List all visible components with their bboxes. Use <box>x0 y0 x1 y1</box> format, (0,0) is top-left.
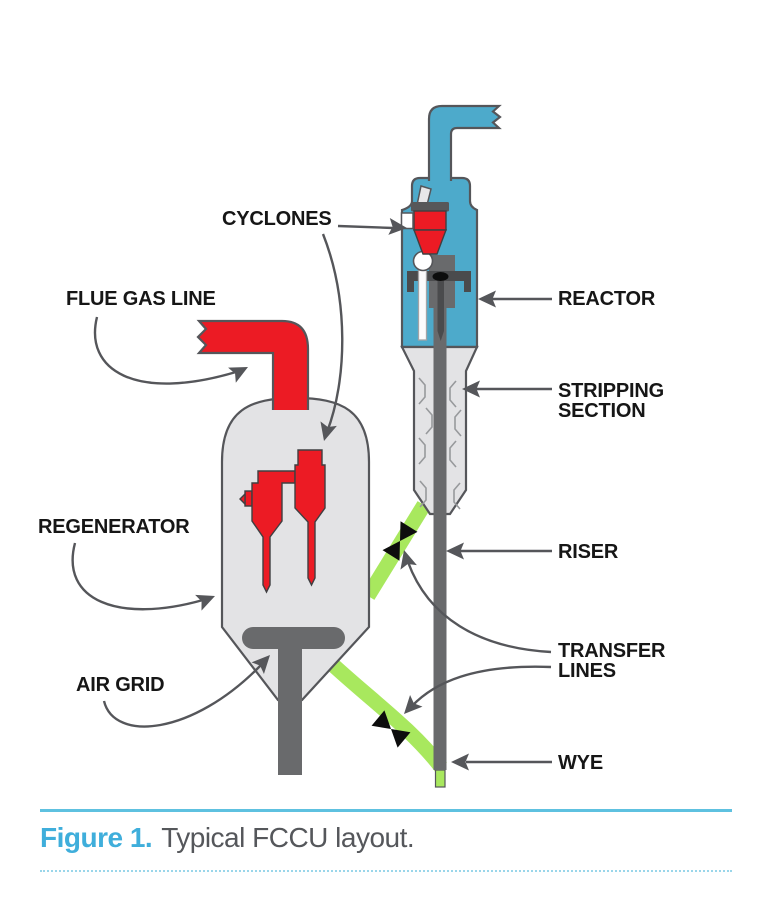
slide-valve-icon-upper <box>382 521 418 561</box>
arrowhead-stripping-section <box>462 380 480 398</box>
arrowhead-cyclones-regenerator <box>320 421 337 441</box>
slide-valve-icon-lower <box>371 710 411 748</box>
cyclone-inlet-nub <box>244 490 253 507</box>
reactor-internals <box>400 185 471 341</box>
arrowhead-riser <box>446 542 464 560</box>
air-supply-pipe <box>278 640 302 775</box>
overhead-vapor-line <box>427 104 502 181</box>
leader-flue-gas <box>93 316 237 385</box>
label-cyclones: CYCLONES <box>222 208 332 230</box>
label-flue-gas-line: FLUE GAS LINE <box>66 288 216 310</box>
figure-caption: Figure 1. Typical FCCU layout. <box>40 822 415 854</box>
cyclone-dipleg <box>417 265 428 341</box>
figure-caption-text: Typical FCCU layout. <box>161 822 415 853</box>
right-regen-cyclone <box>294 449 326 587</box>
caption-top-rule <box>40 809 732 812</box>
stripping-baffle-chevrons <box>418 377 462 510</box>
stinger-rod <box>437 281 444 331</box>
leader-regenerator <box>71 542 204 611</box>
label-reactor: REACTOR <box>558 288 656 310</box>
air-grid-shape <box>242 627 345 775</box>
label-stripping-section: STRIPPING SECTION <box>558 380 664 422</box>
overhead-vapor-line-fill <box>429 106 500 181</box>
leader-transfer-upper <box>406 561 552 654</box>
arrowhead-transfer-upper <box>400 550 417 570</box>
caption-bottom-rule <box>40 870 732 872</box>
reactor-cyclone-cone <box>412 229 448 255</box>
left-regen-cyclone <box>251 470 296 594</box>
leader-transfer-lower <box>411 665 552 707</box>
regenerator-group <box>220 396 371 775</box>
stinger-tip <box>437 331 444 341</box>
leader-cyclones-regenerator <box>321 233 344 433</box>
arrowhead-air-grid <box>251 655 270 674</box>
distributor-foot-right <box>464 281 471 292</box>
flue-gas-pipe-fill <box>198 321 308 410</box>
reactor-cyclone-body <box>413 210 447 231</box>
arrowhead-wye <box>451 753 469 771</box>
cyclone-cap <box>411 202 449 212</box>
flue-gas-pipe-outline <box>196 319 310 410</box>
leader-lines <box>71 217 552 771</box>
label-air-grid: AIR GRID <box>76 674 165 696</box>
label-transfer-lines: TRANSFER LINES <box>558 640 666 682</box>
air-grid-bar <box>242 627 345 649</box>
figure-caption-number: Figure 1. <box>40 822 153 853</box>
arrowhead-flue-gas <box>228 367 248 383</box>
distributor-foot-left <box>407 281 414 292</box>
overhead-vapor-line-outline <box>427 104 502 181</box>
distributor-port <box>432 272 449 281</box>
lower-transfer-line <box>310 643 447 772</box>
arrowhead-cyclones-reactor <box>388 217 407 235</box>
label-wye: WYE <box>558 752 603 774</box>
arrowhead-transfer-lower <box>404 695 423 714</box>
arrowhead-regenerator <box>195 594 215 611</box>
cyclone-inlet-box <box>400 212 414 230</box>
leader-air-grid <box>102 664 262 728</box>
regenerator-cyclones <box>239 449 326 594</box>
label-regenerator: REGENERATOR <box>38 516 190 538</box>
riser-column <box>433 300 447 770</box>
flue-gas-pipe <box>196 319 310 410</box>
leader-cyclones-reactor <box>337 224 394 230</box>
label-riser: RISER <box>558 541 619 563</box>
wye-stub <box>434 769 446 788</box>
cyclone-inlet-tip <box>239 492 246 506</box>
arrowhead-reactor <box>478 290 496 308</box>
